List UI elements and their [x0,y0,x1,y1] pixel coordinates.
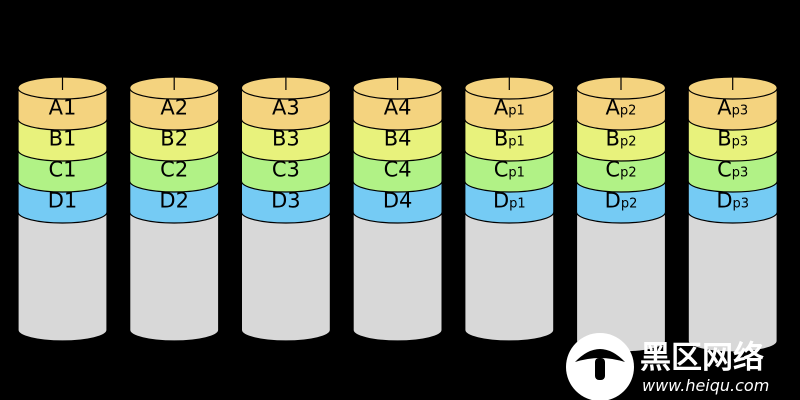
block-label: B2 [160,127,188,151]
watermark-brand-cn: 黑区网络 [640,340,764,376]
block-label: C1 [48,158,76,182]
stripe-block-a [17,87,108,131]
stripe-block-c [687,149,778,193]
stripe-block-c [464,149,555,193]
stripe-block-c [17,149,108,193]
stripe-block-b [129,118,220,162]
block-label: D2 [159,189,189,213]
block-label: Dp1 [493,189,526,213]
block-label: Dp3 [716,189,749,213]
stripe-block-b [464,118,555,162]
stripe-block-b [687,118,778,162]
block-label: B4 [384,127,412,151]
stripe-block-d [687,180,778,224]
block-label: Ap2 [606,96,637,120]
stripe-block-d [17,180,108,224]
block-label: A1 [49,96,77,120]
watermark-brand-url: www.heiqu.com [642,376,769,395]
stripe-block-a [575,87,667,131]
block-label: Cp2 [605,158,636,182]
block-label: B3 [272,127,300,151]
stripe-block-d [575,180,667,224]
stripe-block-a [129,87,220,131]
stripe-block-a [240,87,331,131]
stripe-block-a [464,87,555,131]
block-label: C3 [272,158,300,182]
block-label: Bp2 [606,127,637,151]
block-label: D4 [383,189,413,213]
stripe-block-c [129,149,220,193]
stripe-block-c [352,149,443,193]
stripe-block-b [17,118,108,162]
stripe-block-b [240,118,331,162]
stripe-block-a [352,87,443,131]
stripe-block-b [575,118,667,162]
stripe-block-a [687,87,778,131]
stripe-block-d [129,180,220,224]
stripe-block-b [352,118,443,162]
block-label: C4 [384,158,412,182]
stripe-block-c [575,149,667,193]
block-label: Bp1 [494,127,525,151]
block-label: A4 [384,96,412,120]
mushroom-logo-icon [566,333,634,400]
block-label: D3 [271,189,301,213]
block-label: Ap3 [717,96,748,120]
block-label: A3 [272,96,300,120]
block-label: Dp2 [605,189,638,213]
block-label: Cp1 [494,158,525,182]
stripe-block-d [352,180,443,224]
block-label: Ap1 [494,96,525,120]
block-label: B1 [49,127,77,151]
block-label: Cp3 [717,158,748,182]
block-label: Bp3 [717,127,748,151]
block-label: A2 [160,96,188,120]
stripe-block-d [464,180,555,224]
block-label: D1 [48,189,78,213]
stripe-block-c [240,149,331,193]
block-label: C2 [160,158,188,182]
stripe-block-d [240,180,331,224]
